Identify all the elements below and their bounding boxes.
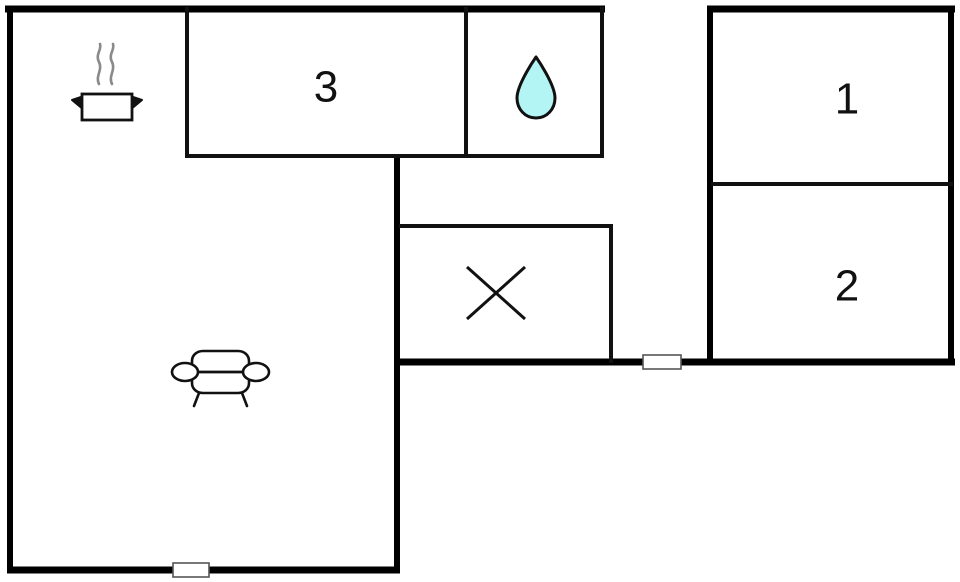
steam-line-right: [109, 42, 115, 86]
room-label-2: 2: [835, 262, 859, 311]
interior-walls: [185, 7, 953, 363]
sofa-backrest: [190, 349, 251, 374]
cross-icon: [465, 265, 527, 321]
sofa-leg-right: [240, 391, 249, 408]
sofa-seat: [190, 370, 251, 395]
sofa-leg-left: [192, 391, 201, 408]
steam-line-left: [96, 42, 102, 86]
door-bottom-hall[interactable]: [642, 354, 682, 370]
sofa-armrest-left: [170, 361, 200, 383]
room-label-1: 1: [835, 75, 859, 124]
sofa-icon: [170, 349, 271, 408]
sofa-armrest-right: [241, 361, 271, 383]
pot-body: [80, 92, 134, 122]
door-bottom-living[interactable]: [172, 562, 210, 578]
cooking-pot-icon: [71, 42, 143, 122]
cross-stroke-b: [465, 265, 527, 321]
room-label-3: 3: [314, 63, 338, 112]
water-drop-shape: [515, 55, 557, 120]
room-labels: 3 1 2: [314, 63, 859, 311]
door-openings: [172, 354, 682, 578]
water-drop-icon: [515, 55, 557, 120]
